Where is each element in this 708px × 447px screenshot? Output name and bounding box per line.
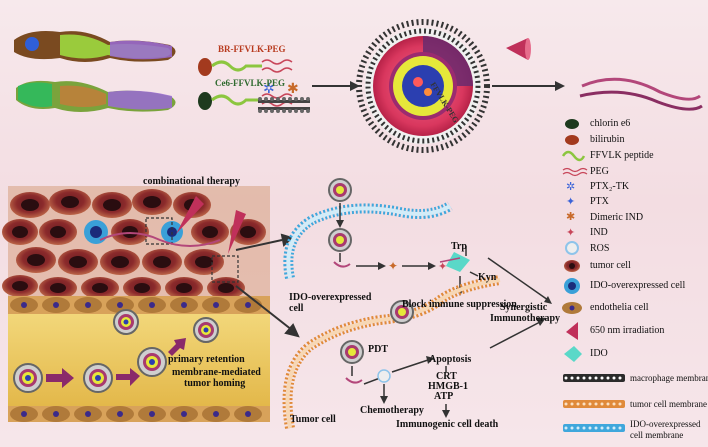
svg-text:✲: ✲ [263,81,275,97]
legend-icons: ✲ ✦ ✱ ✦ [561,119,625,432]
primary-retention-label: primary retention [168,354,245,365]
legend-label-ido: IDO [590,348,608,359]
svg-text:✦: ✦ [438,260,447,273]
ido-cell-membrane [283,201,453,279]
pdt-label: PDT [368,344,388,355]
chemotherapy-label: Chemotherapy [360,405,424,416]
legend-label-ptx2tk: PTX₂-TK [590,181,630,192]
synergistic-label-1: Synergistic [500,302,548,313]
svg-text:✦: ✦ [388,259,398,273]
ce6-peptide-label: Ce6-FFVLK-PEG [215,78,285,88]
svg-text:✦: ✦ [566,226,575,239]
legend-label-macro: macrophage membrane [630,373,708,383]
legend-label-ros: ROS [590,243,610,254]
arrow-to-fibers [492,81,565,91]
legend-label-tumor: tumor cell [590,260,631,271]
tumor-tissue [2,186,270,299]
ido-cell-label-2: cell [289,303,304,314]
br-peptide-label: BR-FFVLK-PEG [218,44,286,54]
arrows-to-pathways [235,233,300,338]
nanoparticle-large [356,19,490,153]
synergistic-label-2: Immunotherapy [490,313,561,324]
br-peptide-icon [198,58,293,76]
legend-label-ptx: PTX [590,196,609,207]
tumor-cell-membrane [282,275,501,429]
svg-text:✱: ✱ [287,81,299,97]
legend-label-peg: PEG [590,166,609,177]
legend-label-endo: endothelia cell [590,302,649,313]
legend-label-idomem-1: IDO-overexpressed [630,419,701,429]
apoptosis-label: Apoptosis [429,354,472,365]
legend-label-ce6: chlorin e6 [590,118,631,129]
endothelia-layer [8,296,270,314]
legend-label-tumormem: tumor cell membrane [630,399,707,409]
hmgb-label: HMGB-1 [428,381,468,392]
legend-label-idocell: IDO-overexpressed cell [590,280,686,291]
ido-enzyme-pathway: ✦ ✦ [356,246,552,304]
legend-label-idomem-2: cell membrane [630,430,684,440]
atp-label: ATP [434,391,454,402]
legend-label-ffvlk: FFVLK peptide [590,150,654,161]
ido-cell-label-1: IDO-overexpressed [289,292,372,303]
membrane-bilayer-icon [258,97,310,113]
crt-label: CRT [436,371,457,382]
np-upper [328,178,352,268]
br-molecule-model [14,31,176,62]
drug-icons: ✲ ✱ [263,81,299,97]
tumor-cell-label: Tumor cell [290,414,336,425]
homing-label-2: tumor homing [184,378,246,389]
combinational-therapy-label: combinational therapy [143,176,240,187]
kyn-label: Kyn [478,272,497,283]
np-lower [340,300,546,418]
legend-label-ind: IND [590,227,608,238]
legend-label-br: bilirubin [590,134,625,145]
arrow-to-nanoparticle [312,81,360,91]
legend-label-laser: 650 nm irradiation [590,325,665,336]
svg-text:✱: ✱ [566,210,575,223]
icd-label: Immunogenic cell death [396,419,499,430]
ce6-molecule-model [16,80,176,112]
laser-icon-top [506,38,531,60]
homing-label-1: membrane-mediated [172,367,261,378]
legend-label-dimeric: Dimeric IND [590,212,644,223]
trp-label: Trp [451,241,467,252]
svg-text:✲: ✲ [566,180,575,193]
blood-vessel [8,309,270,422]
svg-text:✦: ✦ [566,195,575,208]
nanofibers [579,77,703,111]
block-immune-label: Block immune suppression [402,299,517,310]
